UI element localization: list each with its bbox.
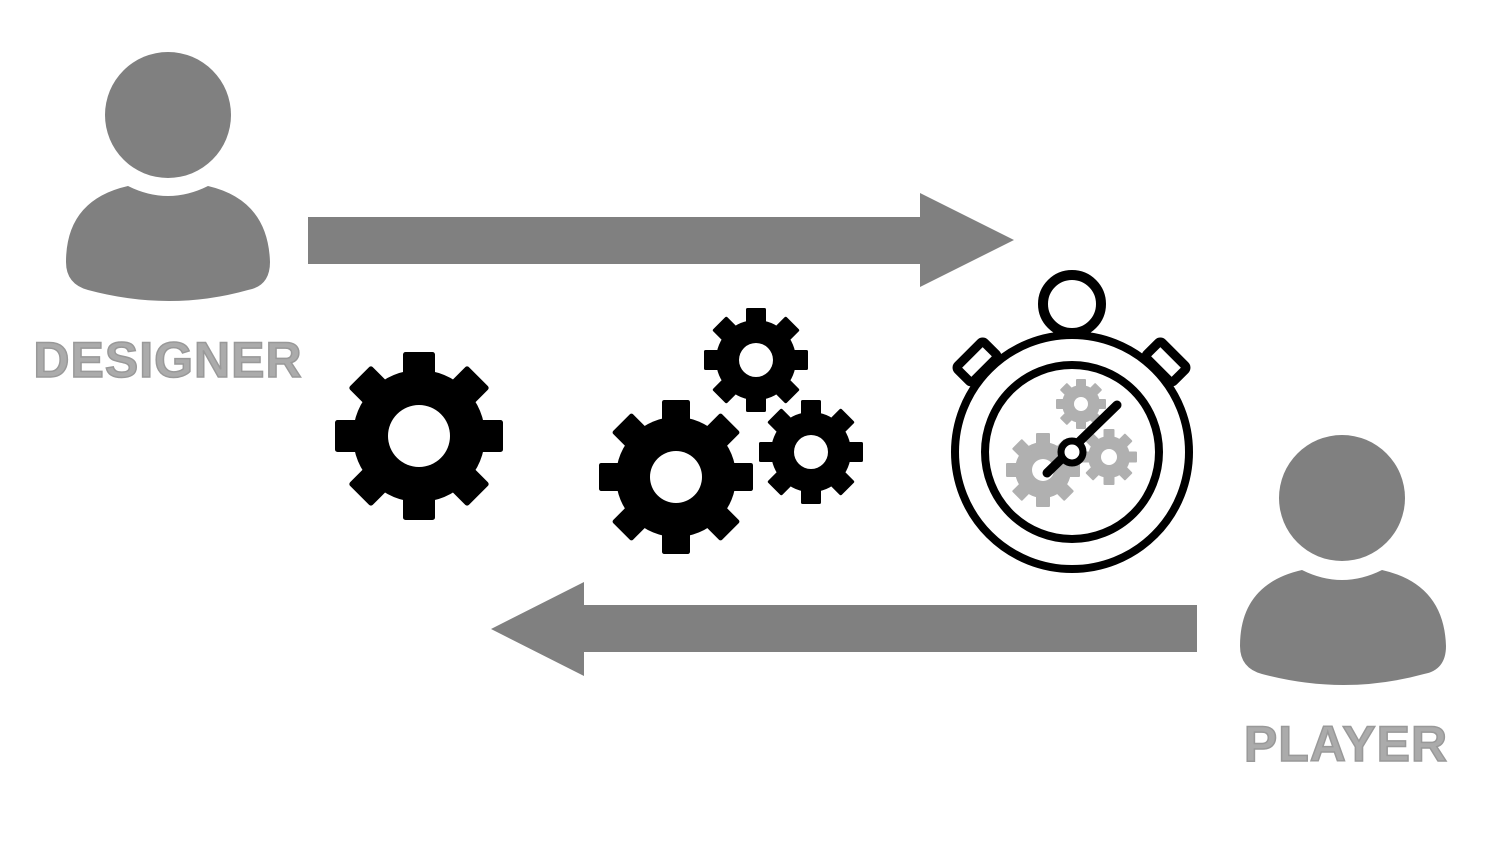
- gear-tooth: [1087, 383, 1102, 398]
- gear-tooth: [349, 366, 387, 404]
- player-person-icon: [1240, 435, 1446, 685]
- stopwatch-gear-top: [1056, 379, 1106, 429]
- gear-tooth: [1012, 481, 1032, 501]
- gear-tooth: [1103, 472, 1115, 485]
- gear-tooth: [773, 316, 800, 343]
- gear-tooth: [746, 394, 766, 412]
- designer-person-icon: [66, 52, 270, 301]
- gear-tooth: [612, 413, 647, 448]
- gear-tooth: [451, 366, 489, 404]
- gear-tooth: [1103, 429, 1115, 442]
- gear-tooth: [599, 463, 622, 491]
- gear-tooth: [828, 408, 855, 435]
- gear-tooth: [451, 468, 489, 506]
- gear-tooth: [1060, 383, 1075, 398]
- gear-hole: [739, 343, 773, 377]
- gear-cluster-small-right: [759, 400, 863, 504]
- gear-tooth: [1094, 399, 1106, 409]
- gear-tooth: [801, 486, 821, 504]
- gear-tooth: [1036, 433, 1050, 448]
- gear-tooth: [1116, 464, 1133, 481]
- gear-tooth: [662, 400, 690, 423]
- gear-tooth: [1036, 492, 1050, 507]
- gear-tooth: [1054, 481, 1074, 501]
- gear-tooth: [801, 400, 821, 418]
- gear-tooth: [479, 420, 503, 452]
- stopwatch-gear-left: [1006, 433, 1080, 507]
- gear-cluster-small-top: [704, 308, 808, 412]
- gear-tooth: [1085, 433, 1102, 450]
- gear-tooth: [746, 308, 766, 326]
- gear-hole: [1074, 397, 1088, 411]
- gear-tooth: [1116, 433, 1133, 450]
- gear-tooth: [845, 442, 863, 462]
- arrow-right-icon: [308, 193, 1014, 287]
- gear-tooth: [767, 469, 794, 496]
- gear-tooth: [773, 377, 800, 404]
- gear-tooth: [403, 352, 435, 376]
- gear-cluster-large: [599, 400, 753, 554]
- gear-tooth: [403, 496, 435, 520]
- gear-tooth: [790, 350, 808, 370]
- gear-hole: [388, 405, 450, 467]
- gear-tooth: [662, 531, 690, 554]
- gear-tooth: [1012, 439, 1032, 459]
- gear-tooth: [730, 463, 753, 491]
- gear-hole: [1101, 449, 1117, 465]
- gear-tooth: [712, 377, 739, 404]
- player-label: PLAYER: [1244, 716, 1448, 772]
- single-gear-icon: [335, 352, 503, 520]
- gear-tooth: [712, 316, 739, 343]
- gear-tooth: [759, 442, 777, 462]
- designer-label: DESIGNER: [33, 332, 302, 388]
- gear-large: [335, 352, 503, 520]
- gear-cluster-icon: [599, 308, 863, 554]
- gear-tooth: [705, 506, 740, 541]
- arrow-left-icon: [491, 582, 1197, 676]
- gear-tooth: [1124, 451, 1137, 463]
- gear-tooth: [349, 468, 387, 506]
- stopwatch-gear-right: [1081, 429, 1137, 485]
- gear-tooth: [1006, 463, 1021, 477]
- gear-tooth: [1076, 379, 1086, 391]
- gear-tooth: [335, 420, 359, 452]
- gear-tooth: [1060, 410, 1075, 425]
- gear-tooth: [1056, 399, 1068, 409]
- gear-tooth: [1085, 464, 1102, 481]
- stopwatch-icon: [951, 270, 1193, 573]
- gear-hole: [794, 435, 828, 469]
- gear-tooth: [767, 408, 794, 435]
- gear-hole: [650, 451, 702, 503]
- gear-tooth: [828, 469, 855, 496]
- gear-tooth: [1076, 417, 1086, 429]
- gear-tooth: [612, 506, 647, 541]
- gear-tooth: [705, 413, 740, 448]
- gear-tooth: [1065, 463, 1080, 477]
- gear-tooth: [704, 350, 722, 370]
